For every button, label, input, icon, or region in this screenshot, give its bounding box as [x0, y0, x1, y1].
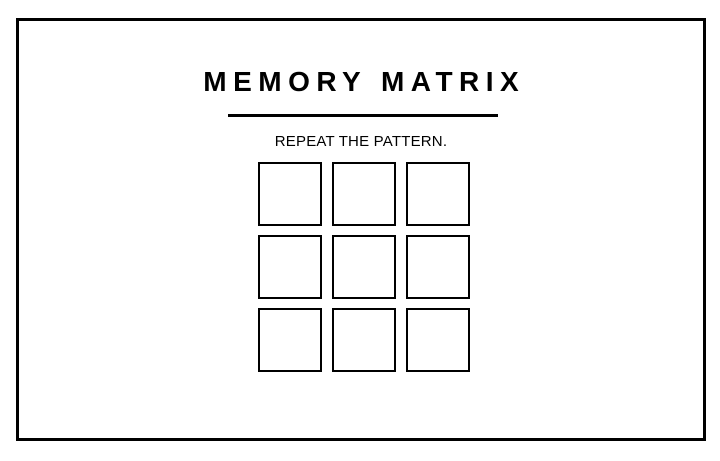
memory-matrix-card: MEMORY MATRIX REPEAT THE PATTERN. — [16, 18, 706, 441]
grid-cell[interactable] — [406, 308, 470, 372]
grid-cell[interactable] — [332, 162, 396, 226]
grid-cell[interactable] — [406, 235, 470, 299]
grid-cell[interactable] — [332, 235, 396, 299]
instruction-text: REPEAT THE PATTERN. — [274, 133, 448, 150]
grid-cell[interactable] — [258, 162, 322, 226]
page-title: MEMORY MATRIX — [203, 66, 526, 97]
title-divider — [228, 114, 498, 117]
grid-cell[interactable] — [258, 308, 322, 372]
grid-cell[interactable] — [332, 308, 396, 372]
grid-cell[interactable] — [406, 162, 470, 226]
grid-cell[interactable] — [258, 235, 322, 299]
memory-grid — [258, 162, 470, 372]
